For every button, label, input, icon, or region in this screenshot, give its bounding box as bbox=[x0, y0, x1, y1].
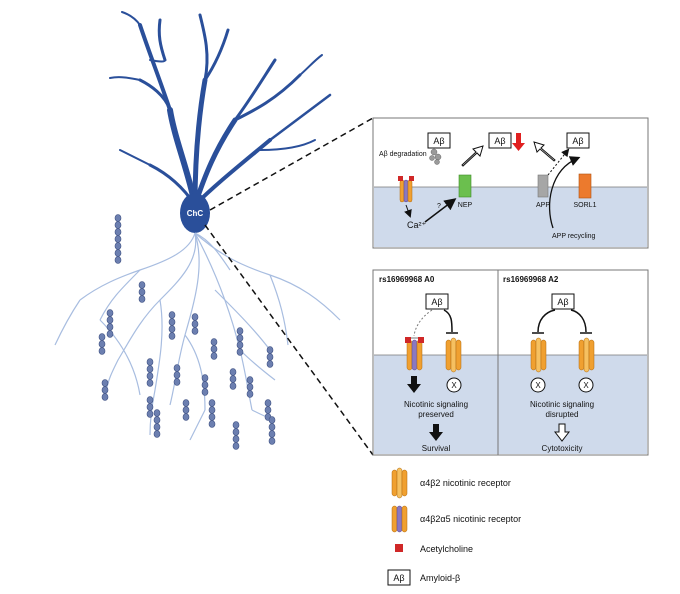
cell-label: ChC bbox=[187, 209, 204, 218]
cartridge bbox=[138, 281, 146, 303]
nep-label: NEP bbox=[458, 202, 473, 209]
blocked-circle-icon bbox=[578, 377, 594, 393]
cartridge bbox=[182, 399, 190, 421]
abeta-box bbox=[427, 132, 451, 149]
degradation-label: Aβ degradation bbox=[379, 151, 427, 158]
filled-down-arrow-icon bbox=[407, 376, 421, 393]
abeta-box bbox=[387, 569, 411, 586]
abeta-box bbox=[551, 293, 575, 310]
blocked-circle-icon bbox=[446, 377, 462, 393]
legend-item-amyloid-beta: Aβ Amyloid-β bbox=[387, 569, 460, 586]
axon-cartridges bbox=[98, 214, 276, 450]
abeta-box bbox=[566, 132, 590, 149]
filled-down-arrow-icon bbox=[429, 424, 443, 441]
cartridge bbox=[146, 358, 154, 387]
abeta-box bbox=[488, 132, 512, 149]
legend-item-alpha4beta2: α4β2 nicotinic receptor bbox=[391, 467, 511, 499]
sorl1-protein bbox=[578, 173, 592, 199]
sorl1-label: SORL1 bbox=[574, 202, 597, 209]
bottom-panel: rs16969968 A0 Aβ X Nicotinic signaling p… bbox=[372, 269, 649, 456]
blocked-circle-icon bbox=[530, 377, 546, 393]
legend-label: α4β2α5 nicotinic receptor bbox=[420, 514, 521, 524]
alpha4beta2-receptor bbox=[445, 337, 462, 373]
left-outcome: Survival bbox=[422, 444, 451, 453]
cartridge bbox=[236, 327, 244, 356]
cartridge bbox=[268, 416, 276, 445]
down-arrow-icon bbox=[512, 133, 525, 151]
acetylcholine-icon bbox=[395, 544, 403, 552]
app-protein bbox=[537, 174, 549, 198]
alpha4beta2-receptor-icon bbox=[391, 467, 408, 499]
cartridge bbox=[173, 364, 181, 386]
axon-arbor bbox=[54, 232, 341, 441]
abeta-label: Aβ bbox=[433, 136, 444, 146]
left-title: rs16969968 A0 bbox=[379, 275, 435, 284]
cartridge bbox=[106, 309, 114, 338]
cartridge bbox=[210, 338, 218, 360]
dendrites bbox=[109, 11, 332, 208]
abeta-label: Aβ bbox=[431, 297, 442, 307]
legend-label: α4β2 nicotinic receptor bbox=[420, 478, 511, 488]
left-signaling-line2: preserved bbox=[418, 410, 454, 419]
x-label: X bbox=[583, 381, 589, 390]
cartridge bbox=[153, 409, 161, 438]
hollow-down-arrow-icon bbox=[553, 423, 571, 442]
right-title: rs16969968 A2 bbox=[503, 275, 559, 284]
cartridge bbox=[229, 368, 237, 390]
cartridge bbox=[98, 333, 106, 355]
receptor-icon bbox=[398, 176, 414, 203]
zoom-connectors bbox=[204, 117, 374, 456]
app-label: APP bbox=[536, 202, 550, 209]
abeta-symbol: Aβ bbox=[393, 573, 404, 583]
left-signaling-line1: Nicotinic signaling bbox=[404, 400, 468, 409]
cartridge bbox=[208, 399, 216, 428]
alpha4beta2-receptor bbox=[578, 337, 595, 373]
alpha4beta2alpha5-receptor bbox=[405, 337, 424, 371]
cartridge bbox=[146, 396, 154, 418]
legend-label: Amyloid-β bbox=[420, 573, 460, 583]
alpha4beta2alpha5-receptor-icon bbox=[391, 505, 408, 533]
hollow-arrow-icon bbox=[461, 145, 484, 167]
legend-item-acetylcholine: Acetylcholine bbox=[395, 544, 473, 554]
cartridge bbox=[191, 313, 199, 335]
neuron: ChC bbox=[54, 11, 341, 450]
top-panel: Aβ Aβ degradation Ca²⁺ ? NEP Aβ APP bbox=[372, 117, 649, 249]
cartridge bbox=[246, 376, 254, 398]
abeta-label: Aβ bbox=[494, 136, 505, 146]
question-mark: ? bbox=[437, 203, 441, 210]
cartridge bbox=[201, 374, 209, 396]
right-signaling-line2: disrupted bbox=[546, 410, 579, 419]
cartridge bbox=[168, 311, 176, 340]
legend-label: Acetylcholine bbox=[420, 544, 473, 554]
cartridge bbox=[101, 379, 109, 401]
x-label: X bbox=[451, 381, 457, 390]
membrane-region bbox=[374, 187, 647, 247]
cartridge bbox=[232, 421, 240, 450]
membrane-region bbox=[374, 355, 647, 454]
x-label: X bbox=[535, 381, 541, 390]
calcium-label: Ca²⁺ bbox=[407, 220, 427, 230]
abeta-box bbox=[425, 293, 449, 310]
abeta-label: Aβ bbox=[557, 297, 568, 307]
legend-item-alpha4beta2alpha5: α4β2α5 nicotinic receptor bbox=[391, 505, 521, 533]
hollow-arrow-icon bbox=[533, 141, 556, 162]
alpha4beta2-receptor bbox=[530, 337, 547, 373]
legend: α4β2 nicotinic receptor α4β2α5 nicotinic… bbox=[387, 467, 521, 586]
cell-body bbox=[180, 193, 210, 233]
right-outcome: Cytotoxicity bbox=[542, 444, 583, 453]
abeta-fragments-icon bbox=[429, 148, 442, 165]
right-signaling-line1: Nicotinic signaling bbox=[530, 400, 594, 409]
nep-protein bbox=[458, 174, 472, 198]
cartridge bbox=[266, 346, 274, 368]
recycling-label: APP recycling bbox=[552, 233, 596, 240]
cartridge bbox=[114, 214, 122, 264]
abeta-label: Aβ bbox=[572, 136, 583, 146]
